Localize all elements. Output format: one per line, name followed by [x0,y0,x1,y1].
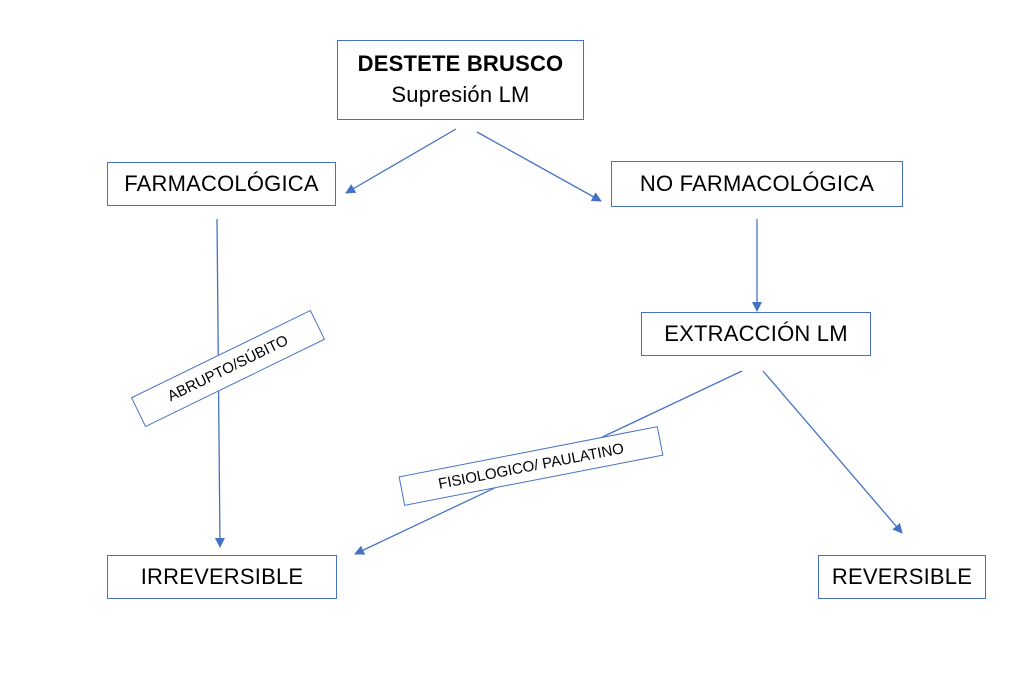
node-reversible-label: REVERSIBLE [831,564,973,589]
node-farmacologica: FARMACOLÓGICA [107,162,336,206]
node-no-farmacologica-label: NO FARMACOLÓGICA [639,171,875,196]
arrow-root-to-farmacologica [345,128,457,194]
root-node-subtitle: Supresión LM [391,82,530,107]
node-reversible: REVERSIBLE [818,555,986,599]
node-extraccion-lm: EXTRACCIÓN LM [641,312,871,356]
root-node-destete-brusco: DESTETE BRUSCO Supresión LM [337,40,584,120]
node-no-farmacologica: NO FARMACOLÓGICA [611,161,903,207]
node-irreversible-label: IRREVERSIBLE [140,564,304,589]
node-irreversible: IRREVERSIBLE [107,555,337,599]
node-farmacologica-label: FARMACOLÓGICA [124,171,319,196]
root-node-title: DESTETE BRUSCO [357,51,564,77]
arrow-root-to-no-farmacologica [476,131,602,202]
node-extraccion-lm-label: EXTRACCIÓN LM [664,321,848,346]
arrow-extraccion-to-reversible [762,370,903,534]
